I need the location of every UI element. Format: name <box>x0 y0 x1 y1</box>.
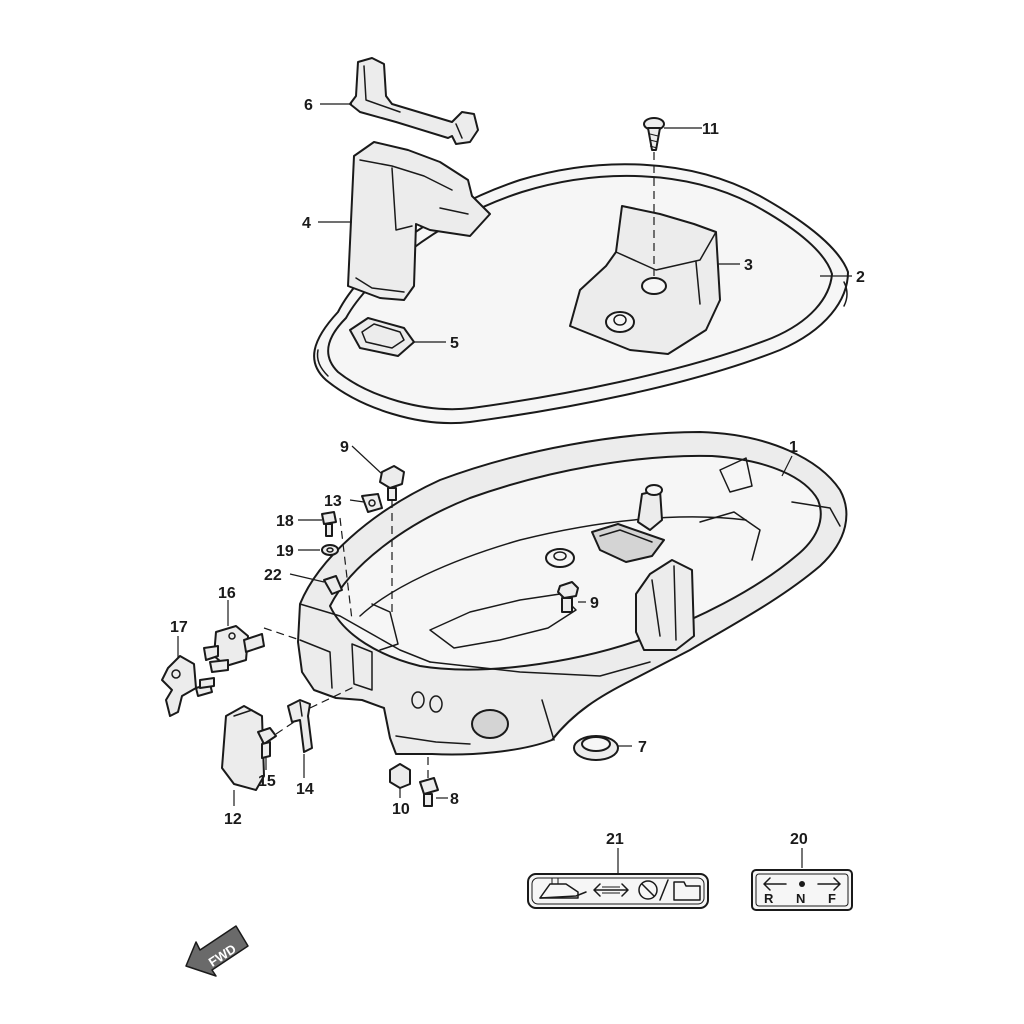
callout-3: 3 <box>744 257 753 274</box>
callout-6: 6 <box>304 97 313 114</box>
callout-13: 13 <box>324 493 342 510</box>
engine-icon <box>539 877 587 899</box>
part-9-bolt-lower <box>557 581 579 613</box>
callout-20: 20 <box>790 831 808 848</box>
callout-14: 14 <box>296 781 314 798</box>
callout-16: 16 <box>218 585 236 602</box>
part-8-bolt <box>419 777 439 807</box>
part-10-nut <box>389 763 411 789</box>
callout-9-upper: 9 <box>340 439 349 456</box>
decal-letter-neutral: N <box>796 891 805 906</box>
callout-21: 21 <box>606 831 624 848</box>
neutral-dot-icon <box>799 881 805 887</box>
callout-2: 2 <box>856 269 865 286</box>
callout-1: 1 <box>789 439 798 456</box>
callout-8: 8 <box>450 791 459 808</box>
callout-11: 11 <box>702 121 719 138</box>
part-18-bolt <box>321 511 337 537</box>
part-17-grip <box>161 655 215 717</box>
part-13-nut-plate <box>361 493 383 513</box>
part-3-bracket-plate <box>569 205 721 355</box>
part-21-decal <box>527 873 709 909</box>
part-15-screw <box>257 727 277 759</box>
callout-22: 22 <box>264 567 282 584</box>
callout-labels: 1 2 3 4 5 6 7 8 9 9 10 11 12 13 14 15 16… <box>170 97 865 848</box>
part-16-fitting <box>203 625 265 673</box>
part-12-cap <box>221 705 265 791</box>
part-6-bracket <box>349 57 479 145</box>
callout-12: 12 <box>224 811 242 828</box>
callout-5: 5 <box>450 335 459 352</box>
part-22-clip <box>323 575 343 595</box>
part-11-screw <box>643 117 665 151</box>
decal-letter-forward: F <box>828 891 836 906</box>
part-4-duct <box>347 141 491 301</box>
leader-lines <box>177 103 852 874</box>
callout-10: 10 <box>392 801 410 818</box>
prohibited-icon <box>638 880 658 900</box>
manual-icon <box>673 881 701 901</box>
callout-17: 17 <box>170 619 188 636</box>
fwd-direction-arrow: FWD <box>185 925 249 977</box>
part-7-grommet <box>573 735 619 761</box>
callout-9-lower: 9 <box>590 595 599 612</box>
callout-7: 7 <box>638 739 647 756</box>
slash-divider <box>659 879 669 901</box>
callout-4: 4 <box>302 215 311 232</box>
decal-letter-reverse: R <box>764 891 774 906</box>
reverse-arrow-icon <box>763 877 787 891</box>
callout-18: 18 <box>276 513 294 530</box>
double-arrow-icon <box>593 883 629 897</box>
forward-arrow-icon <box>817 877 841 891</box>
callout-15: 15 <box>258 773 276 790</box>
callout-19: 19 <box>276 543 294 560</box>
part-9-bolt-upper <box>379 465 405 501</box>
part-19-washer <box>321 544 339 556</box>
part-20-decal: R N F <box>751 869 853 911</box>
part-14-spring-clip <box>287 699 313 753</box>
